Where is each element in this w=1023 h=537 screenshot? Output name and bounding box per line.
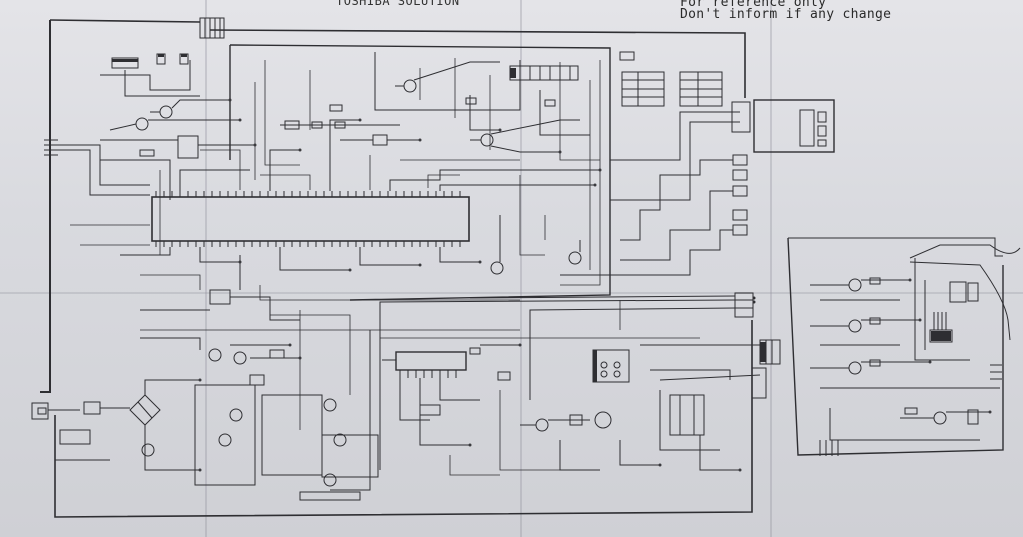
output-pins xyxy=(379,292,754,470)
change-note: Don't inform if any change xyxy=(680,7,892,22)
horizontal-output xyxy=(520,339,781,471)
component-bodies xyxy=(112,54,951,382)
crt-neck-socket xyxy=(909,244,1021,361)
crt-board-outline xyxy=(787,237,1004,456)
paper-crease xyxy=(0,292,1023,294)
power-supply xyxy=(31,255,379,501)
reference-note: For reference only xyxy=(680,0,827,10)
main-ic xyxy=(120,119,600,271)
main-ic-pins-bottom xyxy=(155,241,461,247)
paper-crease xyxy=(520,0,522,537)
audio-amp xyxy=(382,344,520,446)
main-board-outline xyxy=(40,19,753,518)
board-wiring xyxy=(70,58,700,476)
main-ic-pins-top xyxy=(155,191,461,197)
paper-crease xyxy=(770,0,772,537)
left-connector xyxy=(44,139,150,196)
solder-points xyxy=(198,98,992,472)
paper-crease xyxy=(205,0,207,537)
schematic-title: TOSHIBA SOLUTION xyxy=(336,0,460,8)
if-section xyxy=(280,52,590,153)
av-input-block xyxy=(490,99,835,276)
spec-tables xyxy=(619,51,723,107)
crt-rgb-drivers xyxy=(810,277,1002,456)
